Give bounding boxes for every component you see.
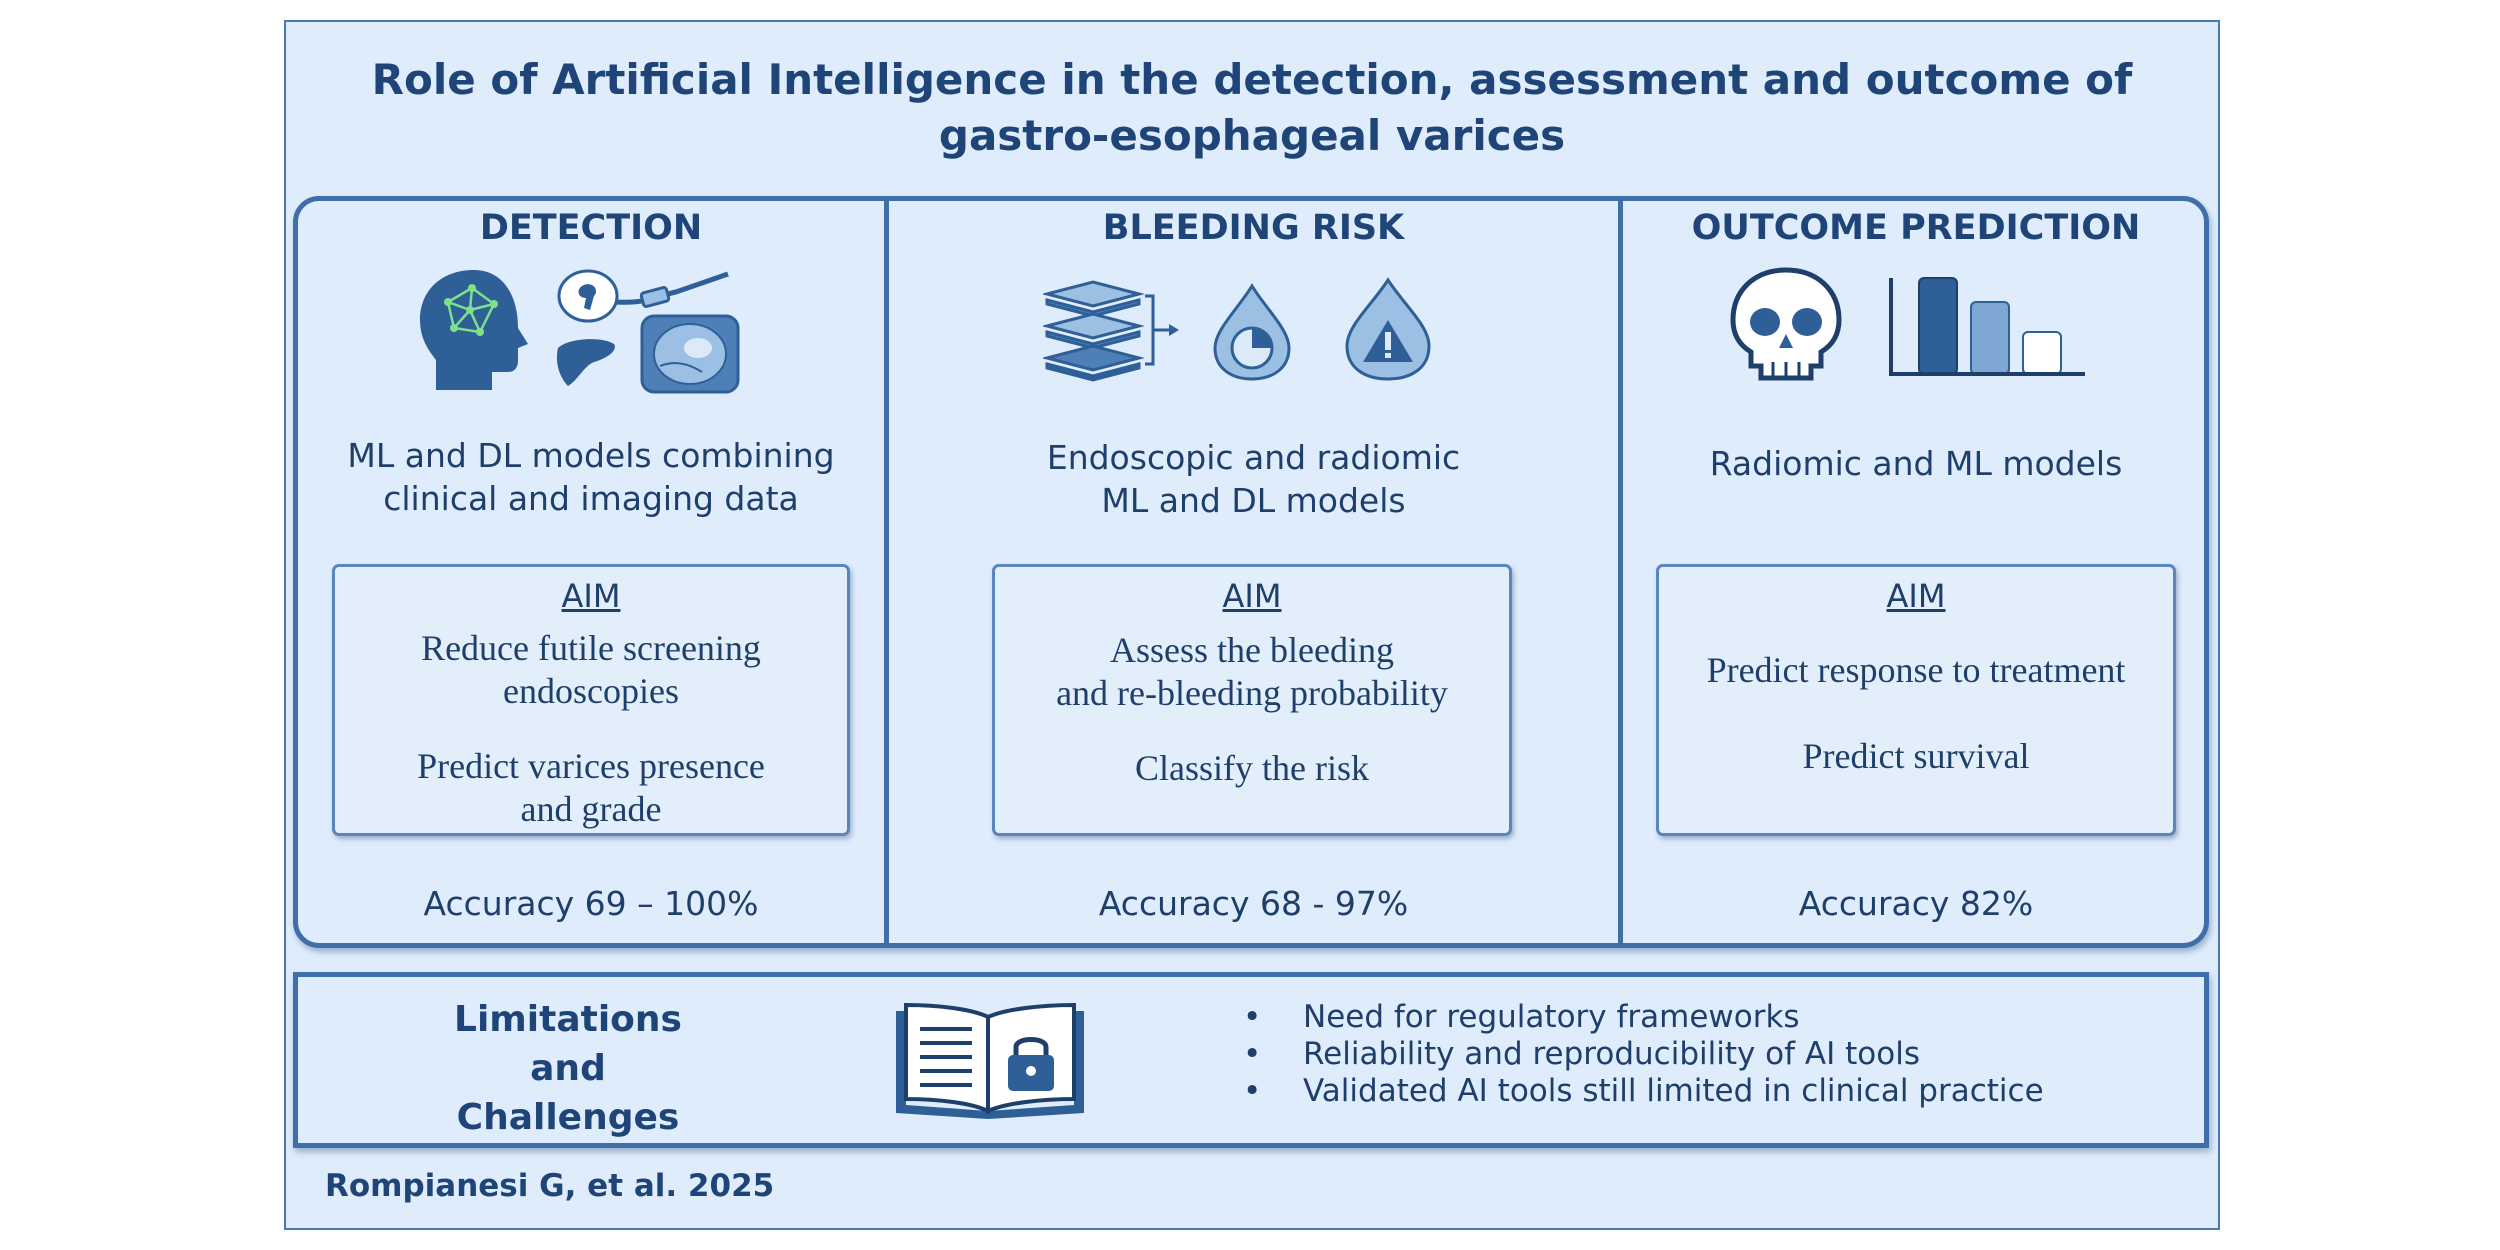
endoscope-icon bbox=[557, 269, 729, 323]
main-panel bbox=[293, 196, 2209, 948]
page-title: Role of Artificial Intelligence in the d… bbox=[286, 52, 2218, 164]
bleeding-risk-column: BLEEDING RISK Endoscopic and radiomic ML… bbox=[889, 196, 1618, 948]
list-item: • Validated AI tools still limited in cl… bbox=[1243, 1073, 2044, 1110]
outcome-prediction-aim-1-line-1: Predict response to treatment bbox=[1706, 650, 2126, 690]
outcome-prediction-description-line-1: Radiomic and ML models bbox=[1709, 444, 2123, 483]
brain-network-head-icon bbox=[420, 270, 528, 390]
outcome-prediction-aim-1: Predict response to treatment bbox=[1659, 649, 2173, 692]
outcome-prediction-aim-label: AIM bbox=[1886, 577, 1946, 615]
limitation-text: Need for regulatory frameworks bbox=[1303, 999, 1800, 1035]
detection-aim-2-line-2: and grade bbox=[520, 789, 662, 829]
bleeding-risk-description: Endoscopic and radiomic ML and DL models bbox=[889, 436, 1618, 522]
bleeding-risk-accuracy: Accuracy 68 - 97% bbox=[1098, 884, 1409, 923]
title-line-2: gastro-esophageal varices bbox=[938, 111, 1566, 160]
ultrasound-scan-icon bbox=[640, 314, 740, 394]
detection-aim-1-line-1: Reduce futile screening bbox=[421, 628, 761, 668]
detection-description-line-1: ML and DL models combining bbox=[347, 436, 835, 475]
detection-heading: DETECTION bbox=[479, 208, 703, 248]
stacked-layers-icon bbox=[1043, 280, 1179, 382]
locked-book-icon bbox=[896, 1002, 1084, 1119]
list-item: • Need for regulatory frameworks bbox=[1243, 999, 2044, 1036]
limitations-title-line-2: and bbox=[530, 1048, 606, 1089]
bleeding-risk-aim-1: Assess the bleeding and re-bleeding prob… bbox=[995, 629, 1509, 715]
outcome-prediction-aim-2: Predict survival bbox=[1659, 735, 2173, 778]
outcome-prediction-description: Radiomic and ML models bbox=[1623, 442, 2209, 485]
bleeding-risk-aim-1-line-1: Assess the bleeding bbox=[1110, 630, 1394, 670]
limitations-title-line-3: Challenges bbox=[456, 1097, 680, 1138]
detection-accuracy: Accuracy 69 – 100% bbox=[423, 884, 759, 923]
bullet-symbol: • bbox=[1243, 1073, 1262, 1109]
detection-aim-box: AIM Reduce futile screening endoscopies … bbox=[332, 564, 850, 836]
detection-description-line-2: clinical and imaging data bbox=[383, 479, 799, 518]
bullet-symbol: • bbox=[1243, 1036, 1262, 1072]
detection-aim-label: AIM bbox=[561, 577, 621, 615]
limitations-title-line-1: Limitations bbox=[454, 999, 682, 1040]
detection-aim-2: Predict varices presence and grade bbox=[335, 745, 847, 831]
limitations-title: Limitations and Challenges bbox=[428, 995, 708, 1142]
limitation-text: Reliability and reproducibility of AI to… bbox=[1303, 1036, 1920, 1072]
bleeding-risk-aim-2: Classify the risk bbox=[995, 747, 1509, 790]
skull-icon bbox=[1730, 267, 1842, 381]
blood-drop-chart-icon bbox=[1213, 283, 1291, 381]
outcome-prediction-aim-2-line-1: Predict survival bbox=[1802, 736, 2030, 776]
limitations-box: Limitations and Challenges • Need for re… bbox=[293, 972, 2209, 1148]
list-item: • Reliability and reproducibility of AI … bbox=[1243, 1036, 2044, 1073]
limitations-list: • Need for regulatory frameworks • Relia… bbox=[1243, 999, 2044, 1110]
detection-aim-2-line-1: Predict varices presence bbox=[417, 746, 765, 786]
bleeding-risk-aim-box: AIM Assess the bleeding and re-bleeding … bbox=[992, 564, 1512, 836]
citation: Rompianesi G, et al. 2025 bbox=[325, 1168, 775, 1204]
column-divider-1 bbox=[884, 196, 889, 948]
liver-icon bbox=[556, 339, 615, 386]
bleeding-risk-description-line-1: Endoscopic and radiomic bbox=[1046, 438, 1461, 477]
outcome-prediction-heading: OUTCOME PREDICTION bbox=[1691, 208, 2141, 248]
bar-chart-icon bbox=[1889, 277, 2085, 376]
outcome-prediction-column: OUTCOME PREDICTION Radiomic and ML model… bbox=[1623, 196, 2209, 948]
detection-aim-1: Reduce futile screening endoscopies bbox=[335, 627, 847, 713]
detection-aim-1-line-2: endoscopies bbox=[503, 671, 679, 711]
bullet-symbol: • bbox=[1243, 999, 1262, 1035]
outcome-prediction-accuracy: Accuracy 82% bbox=[1798, 884, 2034, 923]
bleeding-risk-description-line-2: ML and DL models bbox=[1101, 481, 1406, 520]
bleeding-risk-heading: BLEEDING RISK bbox=[1102, 208, 1405, 248]
bleeding-risk-aim-label: AIM bbox=[1222, 577, 1282, 615]
column-divider-2 bbox=[1618, 196, 1623, 948]
title-line-1: Role of Artificial Intelligence in the d… bbox=[371, 55, 2133, 104]
detection-column: DETECTION ML and DL models combining cli… bbox=[298, 196, 884, 948]
bleeding-risk-aim-2-line-1: Classify the risk bbox=[1135, 748, 1369, 788]
blood-drop-warning-icon bbox=[1345, 277, 1431, 381]
bleeding-risk-aim-1-line-2: and re-bleeding probability bbox=[1056, 673, 1448, 713]
limitation-text: Validated AI tools still limited in clin… bbox=[1303, 1073, 2044, 1109]
detection-description: ML and DL models combining clinical and … bbox=[298, 434, 884, 520]
outcome-prediction-aim-box: AIM Predict response to treatment Predic… bbox=[1656, 564, 2176, 836]
